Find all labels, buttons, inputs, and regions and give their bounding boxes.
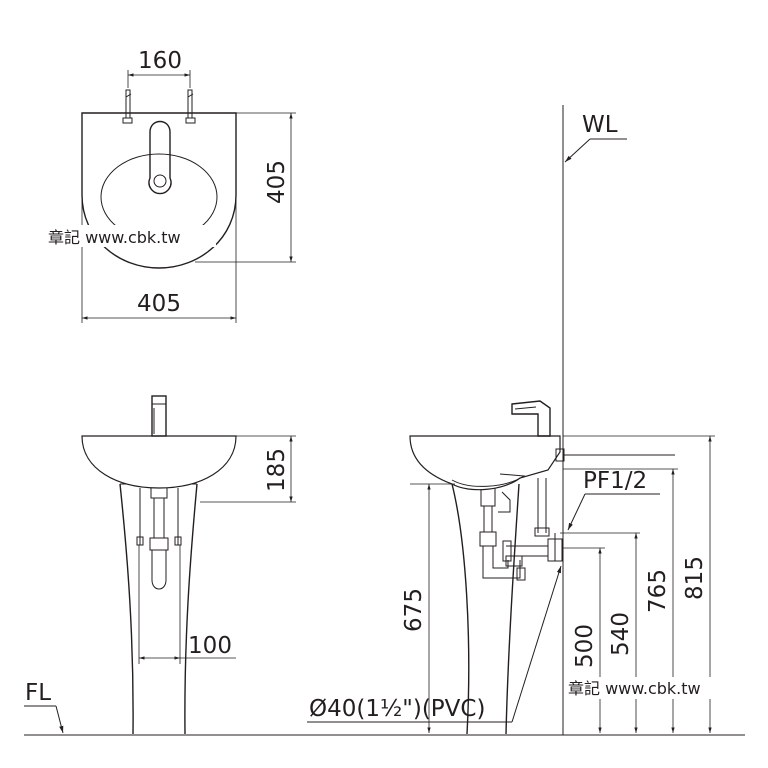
dim-100-label: 100 [188,633,232,659]
dim-815-label: 815 [682,556,708,600]
side-supply-valve [555,448,675,462]
dim-405-depth-label: 405 [264,160,290,204]
side-trap [479,478,563,581]
top-faucet [148,120,172,195]
watermark-top-bg [46,225,216,247]
watermark-bottom: 章記 www.cbk.tw [568,679,701,698]
drain-leader-arrow [511,565,562,723]
front-pedestal [119,483,198,735]
wl-leader-arrow [564,138,591,163]
side-faucet [511,400,551,437]
dim-405-width-label: 405 [137,291,181,317]
front-basin [81,435,237,489]
fl-leader-arrow [55,705,64,734]
dim-540-label: 540 [608,612,634,656]
top-tap-right [185,89,196,124]
floor: FL [24,680,745,736]
dim-185-label: 185 [264,448,290,492]
dim-675-label: 675 [401,588,427,632]
top-view: 160 405 405 章記 www.cbk.tw [46,48,296,323]
front-faucet [151,395,167,437]
front-view: 185 100 [81,395,296,735]
fl-label: FL [25,680,51,706]
dim-160-label: 160 [138,48,182,74]
wl-label: WL [582,112,618,138]
dim-765-label: 765 [645,569,671,613]
front-trap [136,485,182,590]
top-faucet-outlet [153,174,167,188]
side-view: WL [307,105,730,735]
pf-leader-arrow [567,493,586,531]
side-pedestal [451,483,520,735]
top-tap-left [122,89,133,124]
dim-500-label: 500 [572,624,598,668]
pf-label: PF1/2 [583,468,647,494]
drain-label: Ø40(1½")(PVC) [309,696,485,722]
watermark-top: 章記 www.cbk.tw [48,228,181,247]
side-basin-bowl [451,473,526,487]
watermark-bottom-bg [566,677,730,699]
